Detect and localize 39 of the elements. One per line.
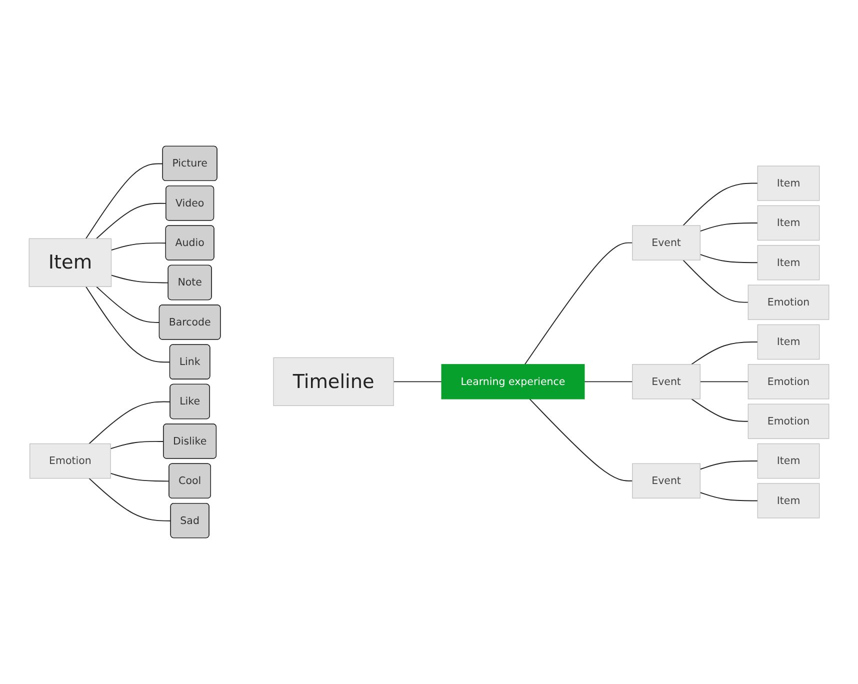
- connector: [700, 492, 758, 502]
- connector: [524, 242, 633, 365]
- connector: [96, 202, 167, 240]
- connector: [700, 460, 758, 470]
- connector: [110, 472, 170, 482]
- connector: [700, 222, 758, 232]
- connector: [88, 478, 172, 522]
- connector: [110, 242, 166, 251]
- node-box: Timeline: [273, 357, 394, 406]
- node-box: Emotion: [748, 404, 830, 439]
- connector: [682, 182, 758, 226]
- node-box: Item: [757, 166, 820, 201]
- connector: [85, 163, 164, 240]
- node-box: Item: [28, 238, 112, 287]
- connector: [691, 398, 749, 422]
- node-box: Item: [757, 245, 820, 280]
- connector: [85, 286, 171, 363]
- connector: [700, 254, 758, 264]
- connector: [584, 381, 633, 382]
- node-box: Item: [757, 443, 820, 479]
- node-box: Item: [757, 483, 820, 518]
- node-box: Event: [632, 225, 700, 260]
- connector: [88, 401, 171, 444]
- connector: [110, 440, 164, 450]
- connector: [691, 342, 758, 365]
- node-box: Item: [757, 205, 820, 241]
- connector: [700, 381, 749, 382]
- connector: [393, 381, 442, 382]
- node-box: Emotion: [30, 443, 111, 479]
- node-box: Item: [757, 324, 820, 360]
- node-box: Event: [632, 463, 700, 498]
- node-box: Learning experience: [441, 364, 585, 400]
- connector: [529, 398, 633, 482]
- connector: [682, 260, 749, 303]
- connector: [110, 274, 169, 284]
- node-box: Emotion: [748, 364, 830, 400]
- node-box: Event: [632, 364, 700, 400]
- connector: [96, 286, 160, 323]
- node-box: Emotion: [748, 284, 830, 320]
